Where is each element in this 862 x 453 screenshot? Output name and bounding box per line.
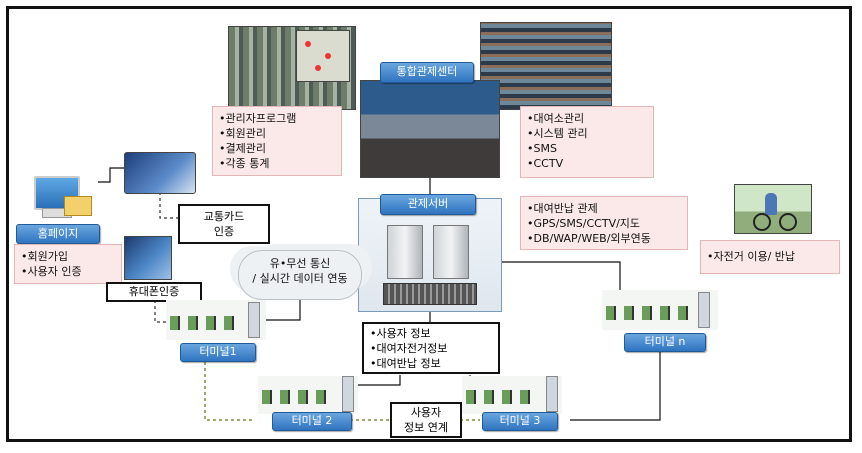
terminal-3-text: 터미널 3 [499, 414, 541, 427]
user-link-line1: 사용자 [410, 406, 442, 419]
list-item: •DB/WAP/WEB/외부연동 [527, 232, 651, 245]
list-item: •관리자프로그램 [219, 112, 297, 125]
control-room-photo [360, 80, 500, 178]
control-center-title: 통합관제센터 [396, 65, 458, 78]
server-box [358, 198, 502, 312]
user-link-box: 사용자 정보 연계 [390, 402, 462, 438]
server-rack-icon [433, 225, 469, 279]
list-item: •결제관리 [219, 142, 266, 155]
bike-usage-label: •자전거 이용/ 반납 [707, 250, 796, 263]
list-item: •GPS/SMS/CCTV/지도 [527, 217, 641, 230]
bike-station-1 [166, 300, 266, 340]
list-item: •사용자 인증 [21, 265, 82, 278]
control-center-label: 통합관제센터 [380, 62, 474, 83]
bike-station-3 [462, 376, 562, 414]
bike-station-2 [258, 376, 358, 414]
terminal-1-text: 터미널1 [199, 345, 237, 358]
list-item: •대여반납 정보 [370, 357, 441, 370]
server-function-list: •대여반납 관제 •GPS/SMS/CCTV/지도 •DB/WAP/WEB/외부… [520, 196, 688, 250]
homepage-label: 홈페이지 [16, 224, 100, 244]
control-center-left-list: •관리자프로그램 •회원관리 •결제관리 •각종 통계 [212, 106, 342, 176]
list-item: •시스템 관리 [527, 127, 588, 140]
transit-card-line1: 교통카드 [203, 210, 245, 223]
homepage-title: 홈페이지 [37, 227, 79, 240]
list-item: •사용자 정보 [370, 327, 431, 340]
terminal-n-text: 터미널 n [644, 335, 686, 348]
card-tray-icon [64, 196, 92, 216]
bike-station-n [602, 290, 718, 330]
server-title: 관제서버 [407, 197, 449, 210]
server-rack-icon [387, 225, 423, 279]
mobile-auth-label: 휴대폰인증 [128, 285, 180, 298]
control-center-right-list: •대여소관리 •시스템 관리 •SMS •CCTV [520, 106, 654, 178]
map-screen [296, 30, 350, 82]
list-item: •각종 통계 [219, 157, 270, 170]
list-item: •CCTV [527, 157, 564, 170]
list-item: •SMS [527, 142, 557, 155]
list-item: •회원가입 [21, 250, 68, 263]
user-link-line2: 정보 연계 [404, 421, 448, 434]
list-item: •대여자전거정보 [370, 342, 448, 355]
cctv-wall-right [480, 22, 612, 110]
mobile-phone-image [124, 236, 172, 280]
server-label: 관제서버 [380, 194, 476, 215]
bike-usage-box: •자전거 이용/ 반납 [700, 240, 840, 274]
transit-card-line2: 인증 [213, 225, 235, 238]
network-text: 유•무선 통신 / 실시간 데이터 연동 [226, 256, 374, 286]
user-info-box: •사용자 정보 •대여자전거정보 •대여반납 정보 [362, 322, 500, 374]
terminal-1-label[interactable]: 터미널1 [180, 343, 256, 362]
list-item: •회원관리 [219, 127, 266, 140]
storage-array-icon [383, 283, 477, 305]
terminal-3-label[interactable]: 터미널 3 [482, 412, 558, 431]
transit-card-auth-box: 교통카드 인증 [178, 204, 270, 244]
list-item: •대여소관리 [527, 112, 585, 125]
bike-rider-photo [734, 184, 812, 234]
terminal-2-text: 터미널 2 [291, 414, 333, 427]
transit-card-image [124, 152, 196, 194]
mobile-auth-box: 휴대폰인증 [106, 282, 202, 302]
homepage-function-list: •회원가입 •사용자 인증 [14, 244, 122, 284]
network-line2: / 실시간 데이터 연동 [252, 272, 348, 285]
network-cloud [238, 250, 362, 300]
list-item: •대여반납 관제 [527, 202, 598, 215]
terminal-n-label[interactable]: 터미널 n [624, 333, 706, 352]
terminal-2-label[interactable]: 터미널 2 [272, 412, 352, 431]
network-line1: 유•무선 통신 [269, 257, 331, 270]
